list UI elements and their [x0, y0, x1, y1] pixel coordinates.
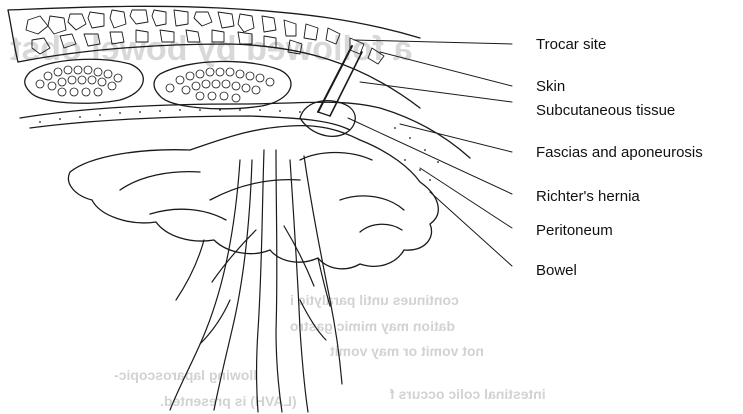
- bowel-fold-1: [120, 172, 200, 190]
- trocar-tip: [318, 112, 330, 116]
- label-peritoneum: Peritoneum: [536, 222, 613, 240]
- richters-knuckle: [300, 101, 355, 137]
- label-bowel: Bowel: [536, 262, 577, 280]
- fascia-line-lower: [30, 116, 350, 130]
- bowel-fold-2: [210, 180, 300, 200]
- label-fascias-aponeurosis: Fascias and aponeurosis: [536, 144, 703, 162]
- bowel-mass: [68, 126, 438, 269]
- ink-drawing: [8, 6, 512, 412]
- skin-layer-left-edge: [8, 10, 18, 62]
- skin-layer-top: [8, 6, 420, 38]
- leader-trocar-site: [354, 40, 512, 44]
- bowel-fold-3: [300, 153, 372, 161]
- leader-subcutaneous-tissue: [360, 82, 512, 102]
- label-trocar-site: Trocar site: [536, 36, 606, 54]
- leader-skin: [380, 52, 512, 86]
- bowel-fold-4: [340, 196, 404, 210]
- leader-peritoneum: [420, 168, 512, 228]
- fascia-line: [20, 102, 470, 158]
- bowel-fold-5: [360, 224, 402, 232]
- label-skin: Skin: [536, 78, 565, 96]
- leader-bowel: [430, 192, 512, 266]
- label-subcutaneous-tissue: Subcutaneous tissue: [536, 102, 675, 120]
- mesentery-vessels: [170, 150, 342, 412]
- label-richters-hernia: Richter's hernia: [536, 188, 640, 206]
- fat-cells: [36, 66, 274, 102]
- leader-fascias-aponeurosis: [400, 124, 512, 152]
- leader-lines: [348, 40, 512, 266]
- bowel-fold-6: [150, 209, 226, 220]
